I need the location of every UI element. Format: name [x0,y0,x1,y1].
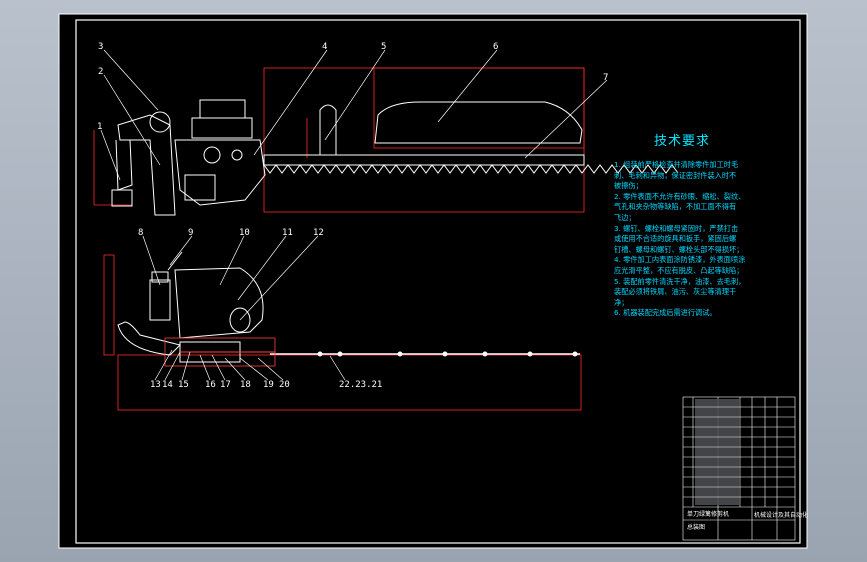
tech-requirement-line: 飞边； [614,212,636,222]
drawing-sheet [59,14,807,548]
tech-requirement-line: 钉槽、螺母和螺钉、螺栓头部不得损坏； [614,244,744,254]
callout-16: 16 [205,380,216,390]
callout-19: 19 [263,380,274,390]
callout-20: 20 [279,380,290,390]
callout-12: 12 [313,228,324,238]
tech-requirement-line: 5. 装配前零件清洗干净，油漆、去毛刺， [614,276,746,286]
callout-2: 2 [98,67,104,77]
callout-18: 18 [240,380,251,390]
tech-requirement-line: 被擦伤； [614,181,643,191]
title-block [682,396,796,541]
callout-10: 10 [239,228,250,238]
callout-11: 11 [282,228,293,238]
tech-requirements-list: 1. 组装前严格检查并清除零件加工时毛刺、毛刺和异物，保证密封件装入时不被擦伤；… [614,160,776,319]
tech-requirement-line: 6. 机器装配完成后需进行调试。 [614,308,717,318]
callout-17: 17 [220,380,231,390]
bottom-leaders [142,235,346,381]
tech-requirement-line: 1. 组装前严格检查并清除零件加工时毛 [614,160,739,169]
callout-6: 6 [493,42,499,52]
callout-1: 1 [97,122,103,132]
callout-5: 5 [381,42,387,52]
callout-22-23-21: 22.23.21 [339,380,383,390]
callout-13: 13 [150,380,161,390]
callout-14: 14 [162,380,173,390]
tech-requirement-line: 3. 螺钉、螺栓和螺母紧固时，严禁打击 [614,223,739,233]
tech-requirement-line: 净； [614,297,629,307]
inner-border [75,19,801,544]
tech-requirement-line: 4. 零件加工内表面涂防锈漆，外表面喷涂 [614,255,746,265]
callout-3: 3 [98,42,104,52]
tech-requirement-line: 2. 零件表面不允许有砂眼、缩松、裂纹、 [614,191,746,201]
tech-requirement-line: 装配必须将铁屑、油污、灰尘等清理干 [614,287,737,297]
parts-list-fill [695,399,739,505]
callout-4: 4 [322,42,328,52]
tech-requirement-line: 刺、毛刺和异物，保证密封件装入时不 [614,170,737,180]
title-block-school: 机械设计及其自动化 [754,512,809,519]
tech-requirement-line: 应光滑平整，不应有脱皮、凸起等缺陷； [614,265,744,275]
callout-15: 15 [178,380,189,390]
tech-requirement-line: 气孔和夹杂物等缺陷，不加工面不得有 [614,202,737,212]
title-block-name: 单刀绿篱修剪机 [687,511,730,518]
top-view [93,67,679,216]
title-block-drawing: 总装图 [687,524,706,531]
tech-requirement-line: 或使用不合适的旋具和扳手，紧固后螺 [614,234,737,244]
tech-requirements-title: 技术要求 [653,134,710,149]
callout-8: 8 [138,228,144,238]
top-leaders [100,49,608,181]
callout-9: 9 [188,228,194,238]
callout-7: 7 [603,73,609,83]
outer-border [58,13,808,549]
